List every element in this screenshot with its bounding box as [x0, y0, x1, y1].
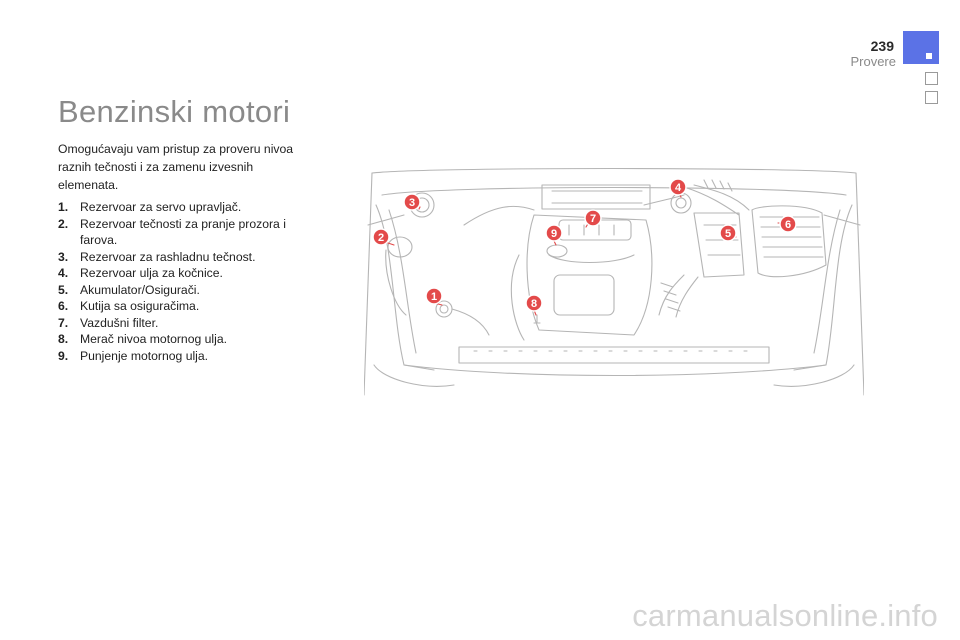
list-item: 2. Rezervoar tečnosti za pranje prozora i… [58, 216, 310, 249]
list-item: 3. Rezervoar za rashladnu tečnost. [58, 249, 310, 266]
engine-bay-diagram: 1 2 3 4 5 6 7 8 9 [364, 167, 864, 396]
list-item-text: Punjenje motornog ulja. [80, 348, 209, 363]
list-item: 8. Merač nivoa motornog ulja. [58, 331, 310, 348]
list-item-text: Akumulator/Osigurači. [80, 282, 200, 297]
callout-9: 9 [545, 224, 563, 242]
list-item-number: 2. [58, 216, 69, 231]
list-item-number: 5. [58, 282, 69, 297]
callout-4: 4 [669, 178, 687, 196]
callout-label: 1 [431, 291, 437, 303]
list-item-number: 4. [58, 266, 69, 280]
page-number: 239 [870, 38, 894, 54]
list-item-text: Vazdušni filter. [80, 315, 159, 330]
list-item-text: Rezervoar tečnosti za pranje prozora i f… [80, 216, 286, 248]
callout-1: 1 [425, 287, 443, 305]
callout-label: 4 [675, 182, 682, 194]
list-item-text: Rezervoar ulja za kočnice. [80, 266, 223, 280]
list-item: 7. Vazdušni filter. [58, 315, 310, 332]
callout-label: 7 [590, 213, 596, 225]
callout-label: 6 [785, 219, 791, 231]
list-item-number: 8. [58, 332, 69, 346]
list-item-number: 6. [58, 299, 69, 313]
list-item: 9. Punjenje motornog ulja. [58, 348, 310, 365]
callout-label: 2 [378, 232, 384, 244]
list-item: 6. Kutija sa osiguračima. [58, 298, 310, 315]
list-item-number: 3. [58, 249, 69, 264]
list-item-text: Kutija sa osiguračima. [80, 299, 200, 313]
callout-2: 2 [372, 228, 390, 246]
callout-label: 5 [725, 228, 731, 240]
callout-6: 6 [779, 215, 797, 233]
callout-label: 8 [531, 298, 537, 310]
page-title: Benzinski motori [58, 94, 291, 129]
list-item: 1. Rezervoar za servo upravljač. [58, 199, 310, 216]
section-name: Provere [850, 54, 896, 69]
callout-5: 5 [719, 224, 737, 242]
intro-paragraph: Omogućavaju vam pristup za proveru nivoa… [58, 142, 294, 192]
watermark: carmanualsonline.info [632, 598, 938, 633]
callout-label: 9 [551, 228, 557, 240]
list-item-text: Rezervoar za servo upravljač. [80, 200, 242, 214]
component-list: 1. Rezervoar za servo upravljač. 2. Rezerv… [58, 199, 310, 364]
list-item-number: 7. [58, 315, 69, 330]
list-item-number: 1. [58, 200, 69, 214]
callout-label: 3 [409, 197, 415, 209]
callout-3: 3 [403, 193, 421, 211]
tab-marker-icon [926, 53, 932, 59]
list-item-text: Merač nivoa motornog ulja. [80, 332, 227, 346]
section-tab-active[interactable] [903, 31, 939, 64]
section-tab[interactable] [925, 91, 938, 104]
list-item-number: 9. [58, 348, 69, 363]
list-item: 4. Rezervoar ulja za kočnice. [58, 265, 310, 282]
section-tab[interactable] [925, 72, 938, 85]
list-item-text: Rezervoar za rashladnu tečnost. [80, 249, 256, 264]
callout-8: 8 [525, 294, 543, 312]
callout-7: 7 [584, 209, 602, 227]
list-item: 5. Akumulator/Osigurači. [58, 282, 310, 299]
